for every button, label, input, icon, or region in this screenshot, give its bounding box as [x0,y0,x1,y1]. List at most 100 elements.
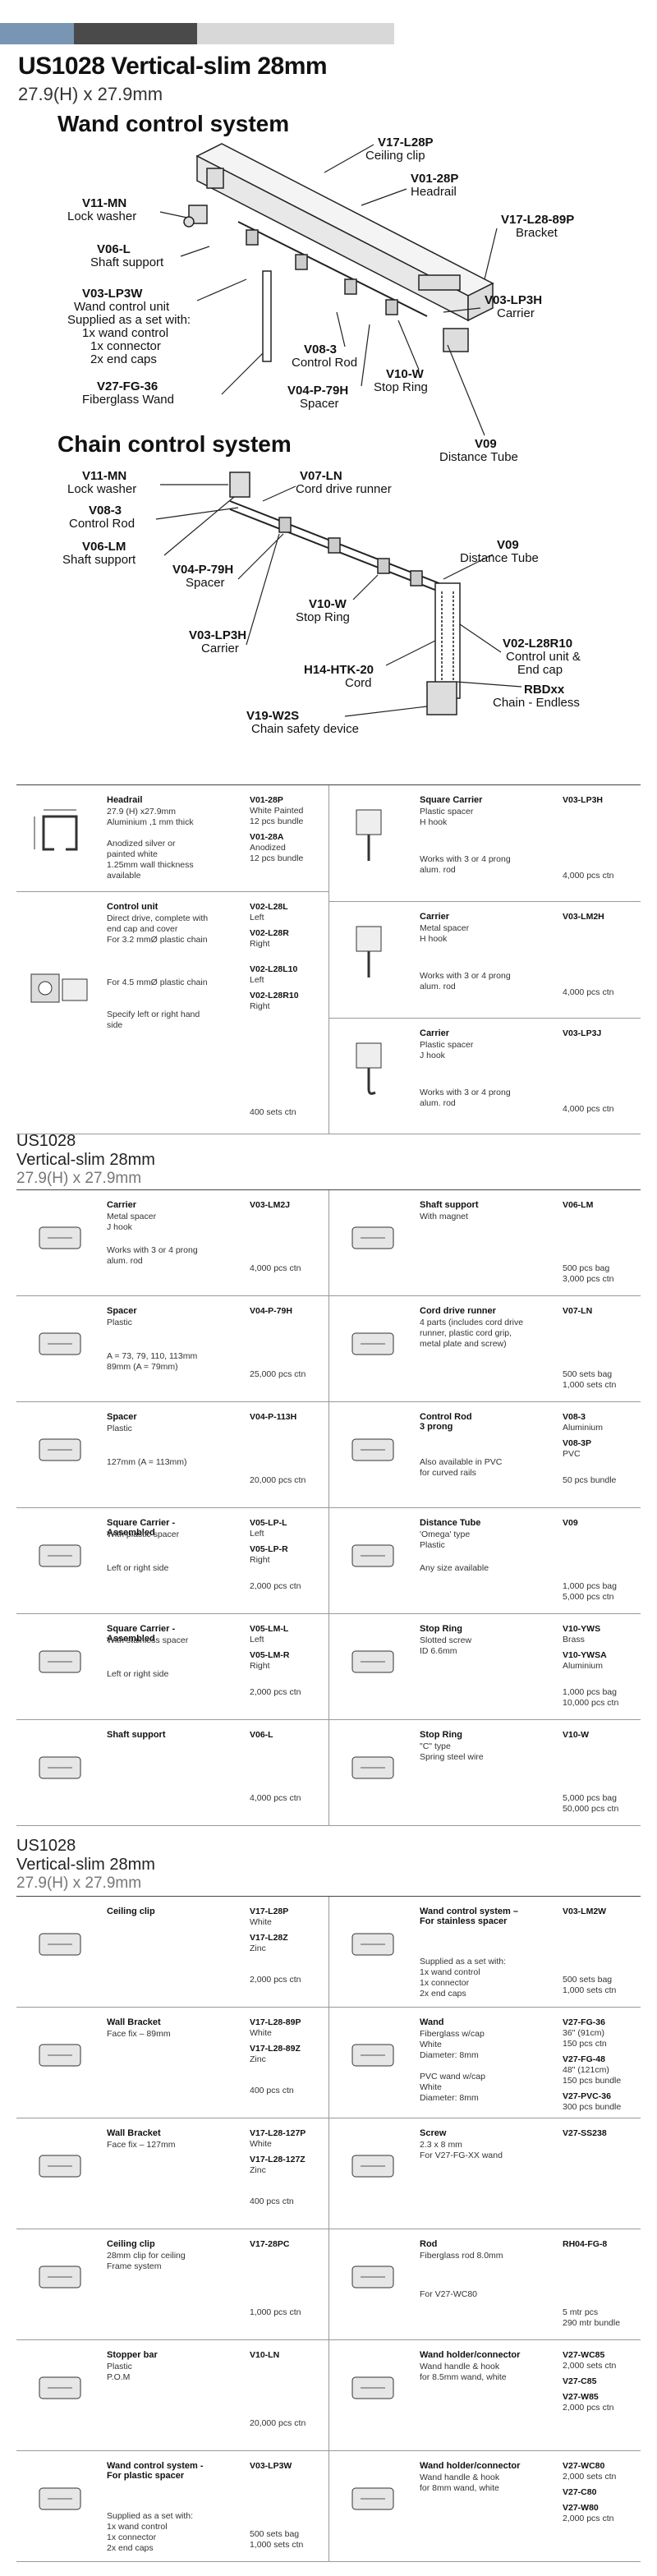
part-code-sub: 48" (121cm) 150 pcs bundle [563,2065,622,2086]
part-code-sub: Right [250,1001,270,1011]
part-name: Wand holder/connector [420,2350,521,2360]
part-codes: V03-LP3H [563,795,645,806]
part-code: V27-WC85 [563,2350,605,2360]
label-c-v02-code: V02-L28R10 [503,637,572,651]
part-code: V02-L28R10 [250,991,299,1000]
part-pack: 25,000 pcs ctn [250,1369,306,1379]
part-name: Rod [420,2239,438,2249]
part-illustration-icon [351,2155,394,2178]
part-description: Metal spacer H hook [420,923,470,944]
section-2-header: US1028 Vertical-slim 28mm 27.9(H) x 27.9… [16,1132,155,1188]
part-name: Distance Tube [420,1518,481,1528]
part-pack: 500 sets bag 1,000 sets ctn [250,2529,304,2550]
part-pack: 4,000 pcs ctn [563,871,614,881]
part-pack: 400 pcs ctn [250,2086,294,2095]
part-illustration-icon [351,2487,394,2510]
carrier-j-hook-icon [356,1042,382,1095]
part-code-sub: Right [250,1661,270,1671]
part-description: 2.3 x 8 mm For V27-FG-XX wand [420,2140,503,2160]
color-segment-blue [0,23,74,44]
wand-headrail-drawing [183,143,494,362]
label-c-v19-name: Chain safety device [251,722,359,736]
part-card: Carrier Metal spacer H hook Works with 3… [328,902,641,1019]
part-code: V17-L28P [250,1907,289,1916]
part-name: Square Carrier - Assembled [107,1624,176,1644]
label-v10-code: V10-W [386,367,425,381]
part-code-sub: Zinc [250,2165,266,2175]
label-c-v03-code: V03-LP3H [189,628,246,642]
label-v04-name: Spacer [300,397,339,411]
part-codes: V06-LM [563,1200,645,1216]
color-segment-light [197,23,394,44]
part-code: V27-FG-48 [563,2054,605,2064]
part-codes: V04-P-79H [250,1306,332,1322]
label-c-v08-name: Control Rod [69,517,135,531]
square-carrier-icon [356,809,382,861]
part-code-sub: 2,000 sets ctn [563,2472,617,2482]
part-note: Left or right side [107,1563,169,1573]
section-3-header: US1028 Vertical-slim 28mm 27.9(H) x 27.9… [16,1837,155,1893]
label-c-v10-name: Stop Ring [296,610,350,624]
part-note: Any size available [420,1563,489,1573]
part-card: Carrier Plastic spacer J hook Works with… [328,1019,641,1134]
control-unit-icon [30,973,88,1003]
label-v11-name: Lock washer [67,209,136,223]
part-name: Spacer [107,1412,137,1422]
header-color-bar [0,23,394,44]
part-code-sub: Right [250,939,270,949]
part-name: Wall Bracket [107,2128,161,2138]
chain-diagram-heading: Chain control system [57,431,292,457]
part-illustration-icon [351,1544,394,1567]
part-description: With magnet [420,1212,468,1221]
label-c-v11-name: Lock washer [67,482,136,496]
part-illustration-icon [39,2487,81,2510]
label-v08-code: V08-3 [304,343,337,356]
part-code-sub: Left [250,1635,264,1644]
system-diagrams: Wand control system V17-L28P Ceiling cli… [57,111,581,736]
part-code: V27-FG-36 [563,2017,605,2027]
part-note: Supplied as a set with: 1x wand control … [107,2511,194,2553]
part-codes: V03-LM2J [250,1200,332,1216]
part-note: Works with 3 or 4 prong alum. rod [420,1088,511,1108]
part-code: V04-P-79H [250,1306,292,1316]
part-codes: V01-28P White Painted 12 pcs bundle V01-… [250,795,332,869]
page-subtitle: 27.9(H) x 27.9mm [18,84,163,104]
part-illustration-icon [351,1933,394,1956]
part-pack: 1,000 pcs ctn [250,2307,301,2317]
label-c-v02-line1: Control unit & [506,650,581,664]
part-pack: 4,000 pcs ctn [250,1263,301,1273]
part-note: Works with 3 or 4 prong alum. rod [420,971,511,991]
label-v09-name: Distance Tube [439,450,518,464]
label-c-v04-name: Spacer [186,576,225,590]
part-codes: V10-LN [250,2350,332,2366]
label-v01-code: V01-28P [411,172,458,186]
part-card: Wand control system – For stainless spac… [328,1897,641,2008]
part-pack: 50 pcs bundle [563,1475,617,1485]
label-c-v11-code: V11-MN [82,469,126,483]
label-c-v09-name: Distance Tube [460,551,539,565]
label-c-v04-code: V04-P-79H [172,563,233,577]
part-illustration-icon [39,1226,81,1249]
part-name: Ceiling clip [107,1907,155,1916]
part-code: RH04-FG-8 [563,2239,608,2249]
part-code: V03-LP3J [563,1028,602,1038]
part-description: 'Omega' type Plastic [420,1530,471,1550]
part-code-sub: White Painted 12 pcs bundle [250,806,304,826]
part-codes: V03-LP3W [250,2461,332,2477]
part-code: V05-LP-R [250,1544,288,1554]
part-note: 127mm (A = 113mm) [107,1457,187,1467]
part-code-sub: Right [250,1555,270,1565]
part-illustration-icon [351,1226,394,1249]
